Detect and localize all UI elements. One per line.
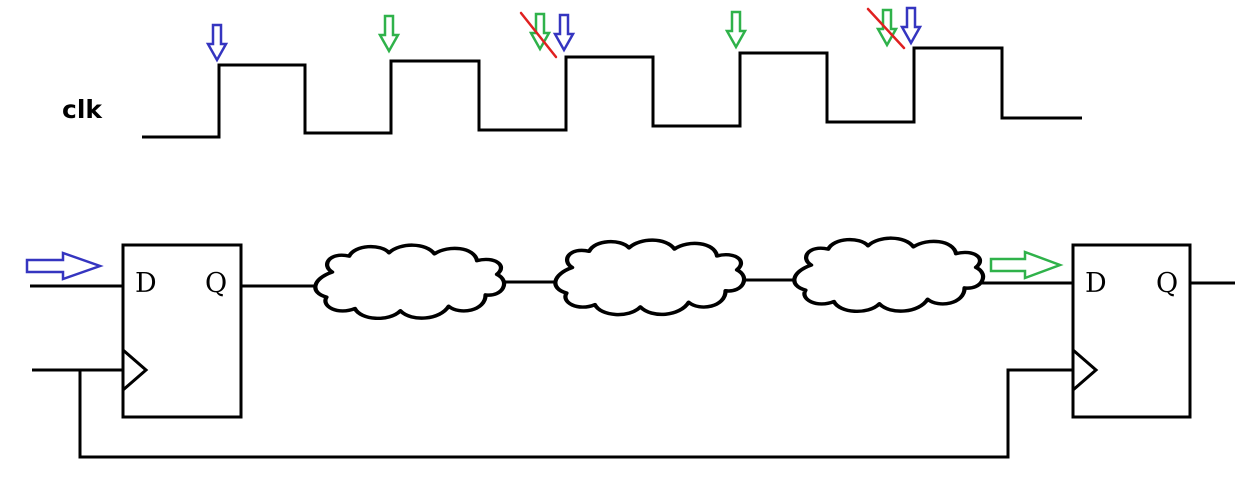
ff1-d-pin-label: D [135, 268, 157, 299]
logic-cloud-2-icon [555, 240, 744, 314]
clock-route-wire [78, 368, 1073, 459]
logic-cloud-3-icon [794, 238, 983, 311]
strike-2-icon [866, 7, 906, 50]
flipflop-launch [121, 243, 243, 419]
launch-edge-3-icon [899, 6, 923, 46]
ff2-q-pin-label: Q [1156, 268, 1179, 299]
ff2-clock-pin-icon [1072, 348, 1099, 392]
capture-edge-3-icon [724, 10, 748, 50]
strike-1-icon [519, 11, 558, 59]
clock-signal-line [142, 46, 1082, 139]
logic-clouds [315, 238, 983, 318]
launch-edge-1-icon [205, 23, 229, 63]
launch-edge-arrows [205, 6, 923, 63]
clock-label: clk [62, 95, 103, 124]
capture-edge-1-icon [377, 14, 401, 54]
circuit-wires [30, 278, 1235, 459]
data-out-arrow-icon [989, 250, 1064, 280]
ff1-q-pin-label: Q [205, 268, 228, 299]
ff1-body [121, 243, 243, 419]
launch-edge-2-icon [552, 13, 576, 53]
ff2-body [1071, 243, 1192, 419]
capture-edge-4-icon [875, 8, 899, 48]
flipflop-capture [1071, 243, 1192, 419]
data-in-arrow-icon [25, 251, 104, 281]
ff2-d-pin-label: D [1085, 268, 1107, 299]
capture-edge-arrows [377, 8, 899, 54]
invalid-edge-strikes [519, 7, 906, 59]
logic-cloud-1-icon [315, 245, 504, 318]
ff1-clock-pin-icon [122, 348, 149, 392]
clock-waveform [142, 46, 1082, 139]
